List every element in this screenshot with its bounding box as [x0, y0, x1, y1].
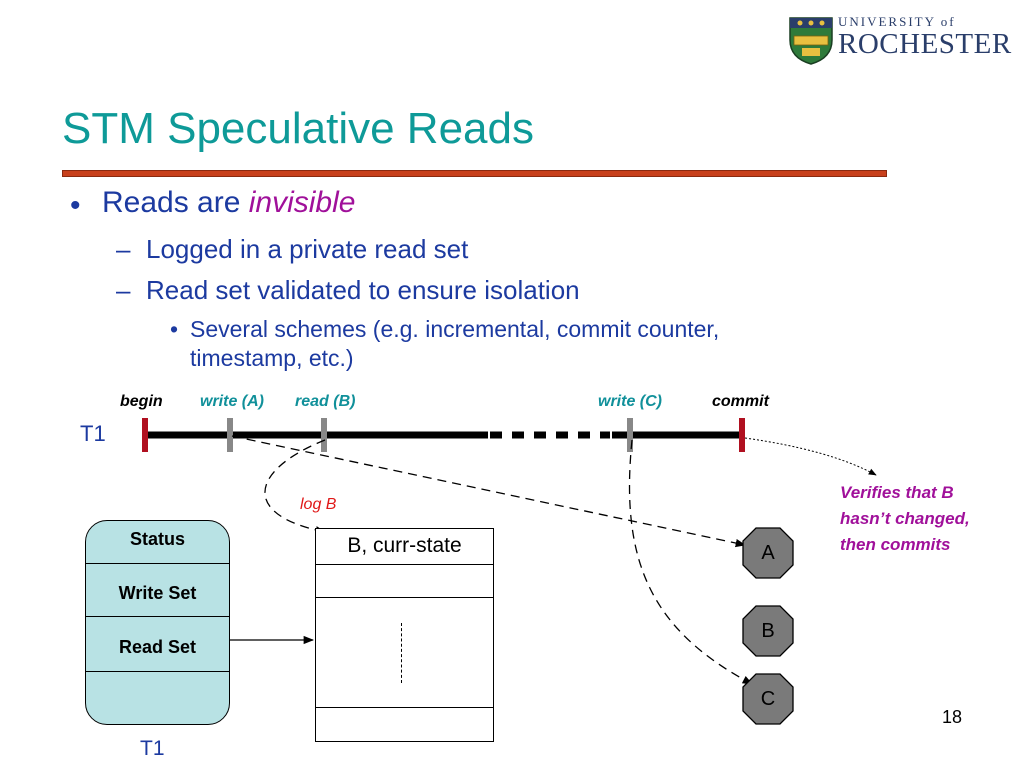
object-b-label: B: [761, 620, 775, 642]
read-set-row-divider: [316, 597, 493, 598]
arrow-commit-verify: [744, 437, 877, 476]
verify-line-1: Verifies that B: [840, 483, 954, 502]
transaction-descriptor: Status Write Set Read Set: [85, 520, 230, 725]
bullet-l1-text: Reads are: [102, 186, 249, 219]
read-set-entry-b: B, curr-state: [347, 534, 462, 557]
event-read-b-label: read (B): [295, 393, 356, 410]
descriptor-t1-label: T1: [140, 737, 165, 760]
tick-commit: [739, 418, 745, 452]
logo-university-text: UNIVERSITY of: [838, 14, 956, 29]
object-b-node: [742, 605, 794, 657]
object-c-node: [742, 673, 794, 725]
descriptor-divider: [86, 616, 229, 617]
tick-begin: [142, 418, 148, 452]
descriptor-read-set: Read Set: [118, 637, 197, 657]
event-write-a-label: write (A): [200, 393, 264, 410]
descriptor-divider: [86, 563, 229, 564]
tick-write-c: [627, 418, 633, 452]
descriptor-divider: [86, 671, 229, 672]
read-set-row-divider: [316, 707, 493, 708]
bullet-l1-emphasis: invisible: [248, 186, 356, 219]
descriptor-status: Status: [129, 529, 185, 549]
event-write-c-label: write (C): [598, 393, 662, 410]
tick-read-b: [321, 418, 327, 452]
university-shield-logo: [789, 17, 833, 65]
bullet-l1: Reads are invisible: [102, 186, 355, 220]
title-divider: [62, 170, 887, 177]
dash-marker-1: –: [116, 234, 131, 264]
bullet-l2-1: Logged in a private read set: [146, 234, 469, 264]
bullet-l2-2: Read set validated to ensure isolation: [146, 275, 580, 305]
event-begin-label: begin: [120, 393, 163, 410]
arrow-write-a-to-a: [231, 435, 747, 548]
object-a-label: A: [761, 542, 775, 564]
read-set-ellipsis-line: [401, 623, 402, 683]
log-b-annotation: log B: [300, 496, 337, 513]
bullet-marker-l1: •: [70, 189, 81, 222]
timeline-t1-label: T1: [80, 421, 106, 446]
arrow-write-c-to-c: [628, 439, 753, 685]
arrow-read-b-log: [264, 439, 327, 535]
logo-rochester-text: ROCHESTER: [838, 28, 1012, 60]
read-set-row-divider: [316, 564, 493, 565]
read-set-table: B, curr-state: [315, 528, 494, 742]
bullet-l3-line1: Several schemes (e.g. incremental, commi…: [190, 316, 720, 342]
bullet-l3-line2: timestamp, etc.): [190, 345, 354, 371]
object-c-label: C: [760, 688, 776, 710]
tick-write-a: [227, 418, 233, 452]
bullet-marker-l3: •: [170, 316, 179, 342]
object-a-node: [742, 527, 794, 579]
descriptor-write-set: Write Set: [118, 583, 197, 603]
page-number: 18: [942, 707, 963, 727]
page-title: STM Speculative Reads: [62, 104, 534, 153]
dash-marker-2: –: [116, 275, 131, 305]
verify-line-3: then commits: [840, 535, 951, 554]
commit-verify-annotation: Verifies that B hasn’t changed, then com…: [840, 480, 1020, 558]
verify-line-2: hasn’t changed,: [840, 509, 970, 528]
event-commit-label: commit: [712, 393, 769, 410]
